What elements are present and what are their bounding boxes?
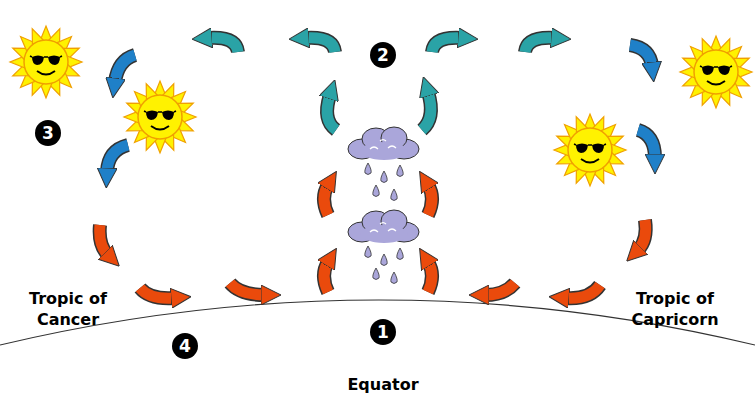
callout-number: 1 xyxy=(370,319,396,345)
rain-clouds xyxy=(348,127,419,284)
place-label: Equator xyxy=(318,374,448,395)
callout-number: 4 xyxy=(172,333,198,359)
upper-air-arrows xyxy=(208,38,555,130)
sun-icons xyxy=(10,26,752,186)
callout-number: 3 xyxy=(35,120,61,146)
surface-wind-arrows xyxy=(100,185,646,298)
place-label: Tropic of Capricorn xyxy=(610,288,740,330)
place-label: Tropic of Cancer xyxy=(8,288,128,330)
callout-number: 2 xyxy=(370,42,396,68)
